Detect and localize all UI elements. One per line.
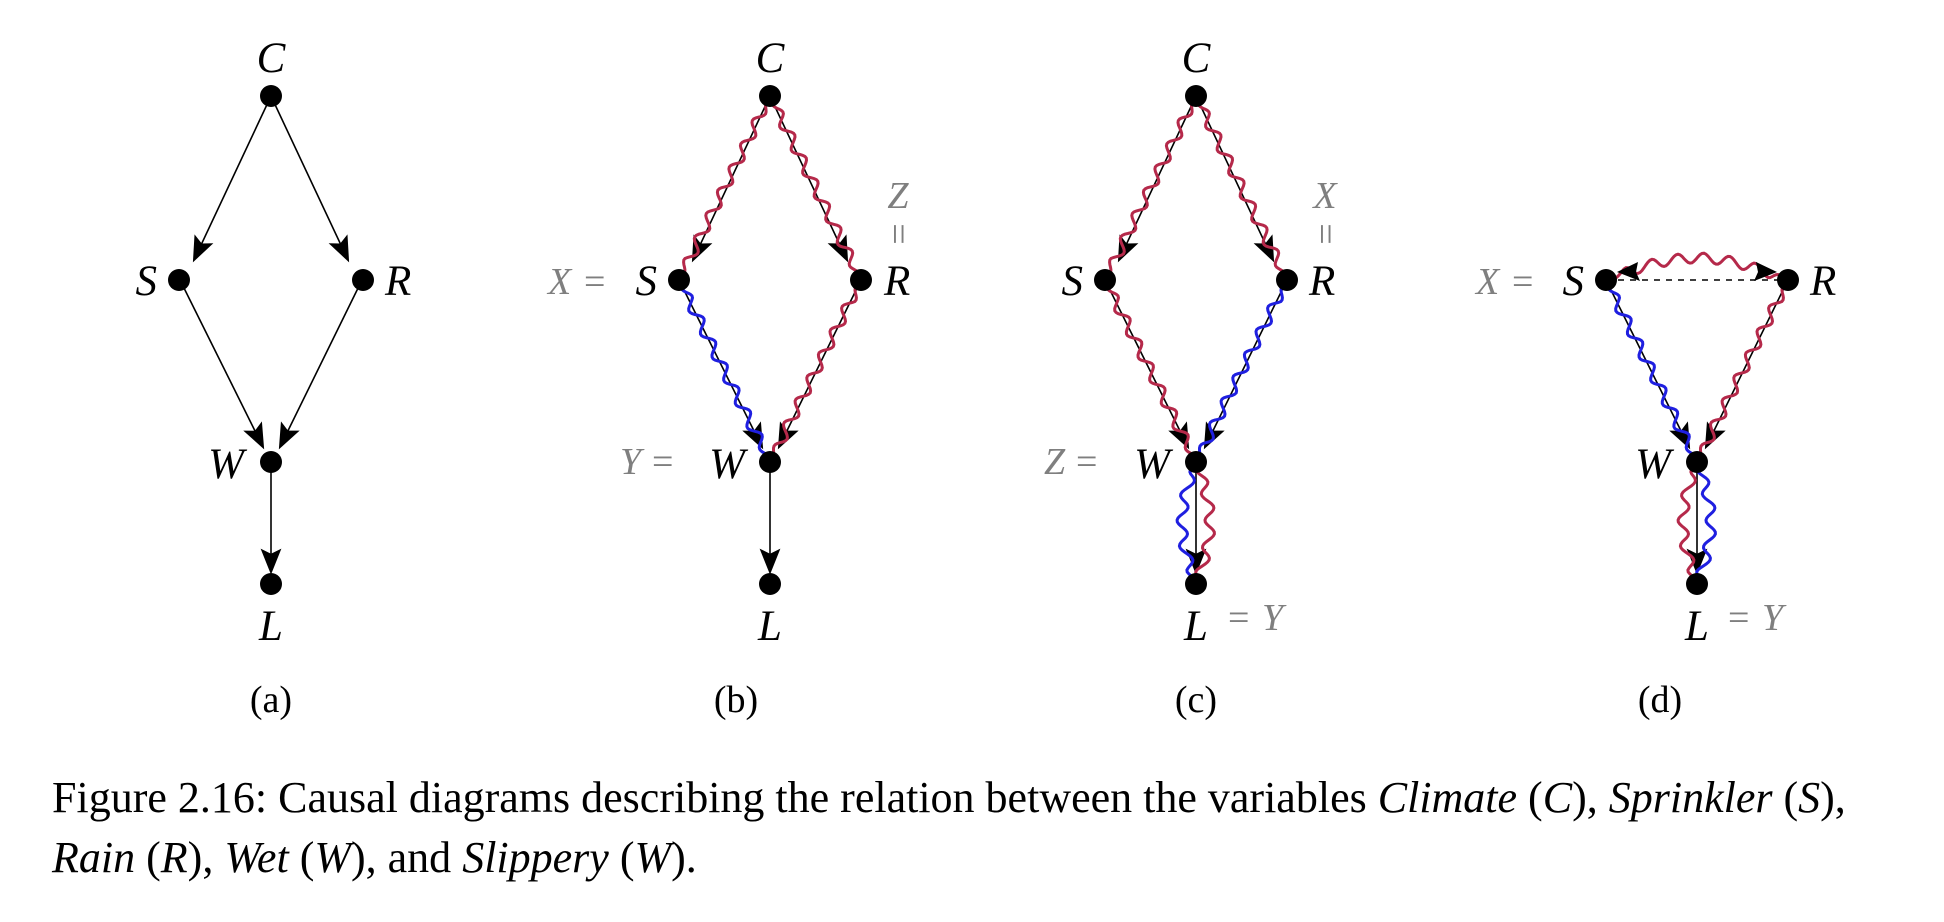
- assign-z-var: Z: [887, 175, 909, 217]
- path-red-c-r: [1194, 95, 1289, 281]
- label-w: W: [1134, 441, 1174, 488]
- sublabel-d: (d): [1638, 679, 1682, 721]
- edge-c-r: [270, 95, 350, 263]
- node-s: [168, 269, 190, 291]
- node-w: [1185, 451, 1207, 473]
- caption-prefix: Figure 2.16: Causal diagrams describing …: [52, 773, 1378, 822]
- path-red-w-l: [1676, 461, 1699, 585]
- label-l: L: [1183, 603, 1208, 650]
- assign-y-eq: =: [1228, 597, 1249, 639]
- assign-y-var: Y: [620, 441, 645, 483]
- node-l: [759, 573, 781, 595]
- path-red-s-c: [677, 95, 772, 281]
- label-r: R: [1809, 258, 1836, 305]
- assign-x-var: X: [546, 261, 573, 303]
- label-c: C: [1182, 35, 1212, 82]
- node-c: [260, 85, 282, 107]
- label-w: W: [1635, 441, 1675, 488]
- node-c: [1185, 85, 1207, 107]
- label-s: S: [1062, 258, 1084, 305]
- sublabel-c: (c): [1175, 679, 1217, 721]
- arrowhead-s: [1617, 262, 1640, 281]
- node-l: [1185, 573, 1207, 595]
- assign-x-eq: =: [1304, 223, 1346, 244]
- path-red-r-w: [768, 279, 863, 463]
- panel-d: S R W L X = = Y (d): [1474, 251, 1836, 721]
- label-l: L: [258, 603, 283, 650]
- caption-var-wet: Wet: [224, 833, 289, 882]
- label-s: S: [636, 258, 658, 305]
- figure-caption: Figure 2.16: Causal diagrams describing …: [52, 773, 1846, 882]
- label-s: S: [1563, 258, 1585, 305]
- node-w: [1686, 451, 1708, 473]
- label-r: R: [883, 258, 910, 305]
- node-c: [759, 85, 781, 107]
- panel-b: C S R W L X = Y = Z = (b): [546, 35, 919, 721]
- path-red-s-c: [1103, 95, 1198, 281]
- path-blue-w-l: [1695, 461, 1717, 585]
- panel-a: C S R W L (a): [136, 35, 412, 721]
- label-l: L: [757, 603, 782, 650]
- node-r: [1777, 269, 1799, 291]
- assign-x-var: X: [1474, 261, 1501, 303]
- node-w: [759, 451, 781, 473]
- caption-sym-w2: W: [634, 833, 672, 882]
- assign-x-eq: =: [584, 261, 605, 303]
- assign-y-var: Y: [1762, 597, 1787, 639]
- caption-var-climate: Climate: [1377, 773, 1518, 822]
- node-s: [1094, 269, 1116, 291]
- label-c: C: [756, 35, 786, 82]
- path-red-c-r: [768, 95, 863, 281]
- path-blue-w-l: [1175, 461, 1198, 585]
- caption-sym-c: C: [1542, 773, 1573, 822]
- causal-diagrams-figure: C S R W L (a) C S R W L X = Y = Z = (b): [136, 35, 1837, 721]
- node-r: [850, 269, 872, 291]
- path-blue-s-w: [1604, 279, 1699, 463]
- label-s: S: [136, 258, 158, 305]
- node-w: [260, 451, 282, 473]
- assign-y-eq: =: [1728, 597, 1749, 639]
- assign-z-var: Z: [1044, 441, 1066, 483]
- arrowhead-r: [1754, 262, 1777, 281]
- node-l: [1686, 573, 1708, 595]
- assign-y-eq: =: [652, 441, 673, 483]
- caption-sym-w: W: [314, 833, 351, 882]
- label-c: C: [257, 35, 287, 82]
- assign-z-eq: =: [1076, 441, 1097, 483]
- path-red-r-w: [1695, 279, 1790, 463]
- path-red-w-l: [1194, 461, 1216, 585]
- path-blue-r-w: [1194, 279, 1289, 463]
- node-r: [352, 269, 374, 291]
- label-w: W: [709, 441, 749, 488]
- sublabel-b: (b): [714, 679, 758, 721]
- edge-s-w: [179, 279, 265, 450]
- panel-c: C S R W L X = Z = = Y (c): [1044, 35, 1346, 721]
- assign-z-eq: =: [877, 223, 919, 244]
- node-s: [668, 269, 690, 291]
- caption-sym-s: S: [1798, 773, 1821, 822]
- node-l: [260, 573, 282, 595]
- node-s: [1595, 269, 1617, 291]
- sublabel-a: (a): [250, 679, 292, 721]
- assign-y-var: Y: [1262, 597, 1287, 639]
- caption-var-rain: Rain: [52, 833, 136, 882]
- caption-var-sprinkler: Sprinkler: [1608, 773, 1773, 822]
- edge-r-w: [278, 279, 363, 450]
- assign-x-var: X: [1311, 175, 1338, 217]
- path-red-s-w: [1103, 279, 1198, 463]
- edge-c-s: [192, 95, 272, 263]
- label-l: L: [1684, 603, 1709, 650]
- caption-sym-r: R: [160, 833, 188, 882]
- assign-x-eq: =: [1512, 261, 1533, 303]
- node-r: [1276, 269, 1298, 291]
- caption-var-slippery: Slippery: [462, 833, 609, 882]
- label-w: W: [208, 441, 248, 488]
- label-r: R: [1308, 258, 1335, 305]
- label-r: R: [384, 258, 411, 305]
- path-blue-s-w: [677, 279, 772, 463]
